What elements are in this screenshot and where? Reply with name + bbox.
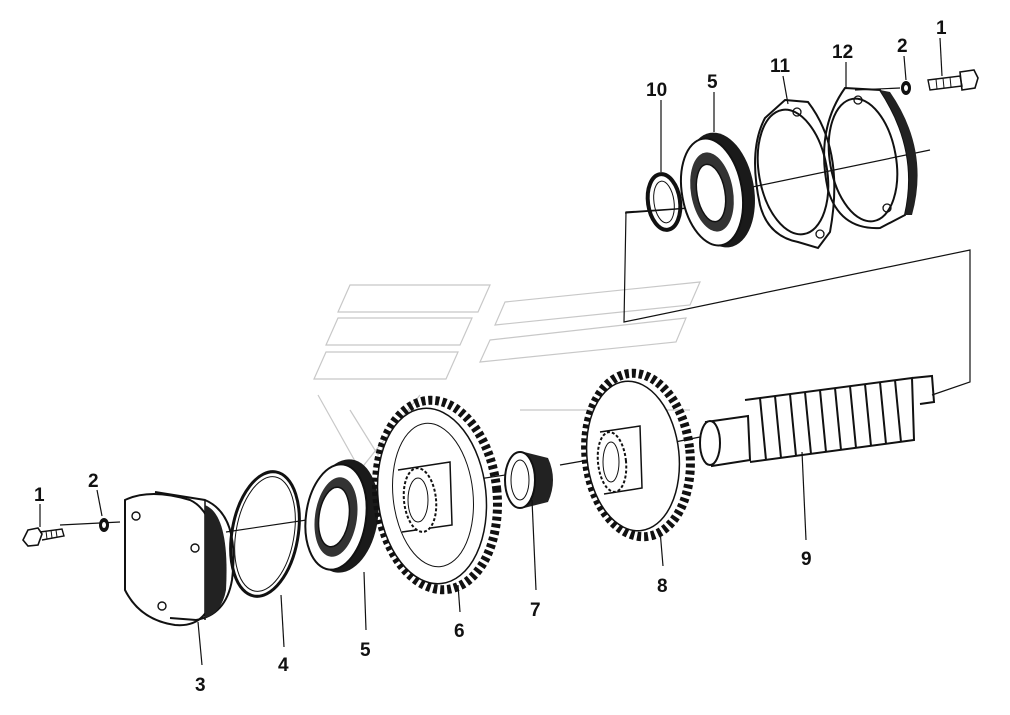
bearing-front (304, 459, 379, 573)
label-washer-left: 2 (88, 471, 99, 492)
label-gasket: 11 (770, 56, 791, 77)
label-o-ring: 4 (278, 655, 289, 676)
leader-lines (39, 37, 943, 666)
label-spacer: 7 (530, 600, 541, 621)
label-snap-ring: 10 (646, 80, 667, 101)
washer-left (99, 518, 109, 532)
bearing-rear (680, 132, 755, 248)
label-shaft: 9 (801, 549, 812, 570)
label-bearing-rear: 5 (707, 72, 718, 93)
label-bearing-front: 5 (360, 640, 371, 661)
label-gear-small: 8 (657, 576, 668, 597)
label-bolt-right: 1 (936, 18, 947, 39)
splined-shaft (699, 374, 936, 468)
spacer-sleeve (504, 451, 553, 509)
snap-ring (645, 172, 683, 232)
gear-small (581, 368, 695, 542)
label-washer-right: 2 (897, 36, 908, 57)
part-labels: 1 2 3 4 5 6 7 8 9 10 5 11 12 2 1 (34, 18, 947, 696)
label-bolt-left: 1 (34, 485, 45, 506)
label-retainer-plate: 12 (832, 42, 853, 63)
label-gear-large: 6 (454, 621, 465, 642)
washer-right (901, 81, 911, 95)
bolt-left (22, 527, 65, 547)
retainer-plate (823, 86, 918, 230)
gear-large (372, 395, 502, 595)
end-cover (124, 491, 235, 627)
bolt-right (927, 69, 979, 91)
label-cover: 3 (195, 675, 206, 696)
gasket (754, 98, 836, 250)
o-ring (229, 470, 301, 598)
